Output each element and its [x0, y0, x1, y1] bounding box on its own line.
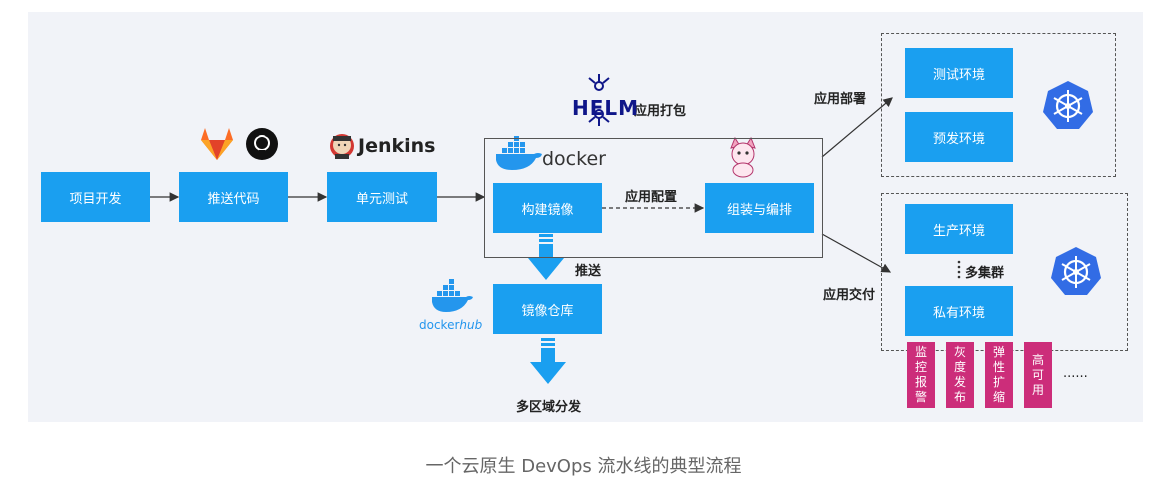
app-config-label: 应用配置 [625, 190, 678, 205]
kubernetes-icon [1043, 81, 1093, 129]
arrow-to-delivery [821, 233, 892, 273]
figure-caption: 一个云原生 DevOps 流水线的典型流程 [425, 456, 742, 477]
github-icon [246, 128, 278, 160]
dockerhub-icon [432, 279, 473, 312]
staging-env-node: 预发环境 [905, 112, 1013, 162]
image-repo-node: 镜像仓库 [493, 284, 602, 334]
helm-icon [588, 74, 610, 126]
feature-char: 度 [953, 360, 966, 374]
feature-char: 扩 [992, 375, 1005, 389]
build-stage-frame [484, 138, 823, 258]
multi-cluster-dots [957, 260, 961, 279]
unit-test-node: 单元测试 [327, 172, 437, 222]
feature-char: 弹 [992, 345, 1005, 359]
dockerhub-logo-text: dockerhub [419, 318, 482, 332]
feature-char: 报 [914, 375, 927, 389]
private-env-node: 私有环境 [905, 286, 1013, 336]
cat-mascot-icon [730, 136, 756, 178]
build-image-node: 构建镜像 [493, 183, 602, 233]
jenkins-logo-text: Jenkins [358, 135, 436, 157]
test-env-node: 测试环境 [905, 48, 1013, 98]
feature-char: 可 [1031, 367, 1044, 382]
dockerhub-logo-text-a: docker [419, 318, 460, 332]
push-down-arrow [528, 234, 564, 280]
distribute-down-arrow [530, 338, 566, 384]
feature-monitoring: 监 控 报 警 [907, 342, 935, 408]
feature-high-availability: 高 可 用 [1024, 342, 1052, 408]
docker-logo-text: docker [542, 148, 606, 170]
feature-char: 灰 [953, 345, 966, 359]
feature-char: 高 [1031, 352, 1044, 367]
feature-char: 布 [953, 390, 966, 404]
assemble-node: 组装与编排 [705, 183, 814, 233]
feature-char: 用 [1031, 382, 1044, 397]
arrow-to-deploy [821, 97, 893, 158]
feature-char: 监 [914, 345, 927, 359]
feature-char: 性 [992, 360, 1005, 374]
app-package-label: 应用打包 [634, 104, 687, 119]
multi-cluster-label: 多集群 [965, 266, 1005, 281]
feature-char: 缩 [992, 390, 1005, 404]
app-delivery-label: 应用交付 [823, 288, 876, 303]
app-deploy-label: 应用部署 [814, 92, 867, 107]
push-code-node: 推送代码 [179, 172, 288, 222]
kubernetes-icon [1051, 247, 1101, 295]
dockerhub-logo-text-b: hub [459, 318, 483, 332]
feature-char: 发 [953, 375, 966, 389]
project-dev-node: 项目开发 [41, 172, 150, 222]
deploy-cluster-frame [881, 33, 1116, 177]
jenkins-icon [330, 134, 354, 159]
feature-ellipsis: ...... [1063, 366, 1088, 381]
feature-canary: 灰 度 发 布 [946, 342, 974, 408]
feature-char: 警 [914, 390, 927, 404]
push-label: 推送 [575, 264, 602, 279]
gitlab-icon [201, 128, 233, 160]
feature-char: 控 [914, 360, 927, 374]
prod-env-node: 生产环境 [905, 204, 1013, 254]
helm-logo-text: HELM [572, 96, 640, 120]
multi-region-label: 多区域分发 [516, 400, 582, 415]
feature-autoscale: 弹 性 扩 缩 [985, 342, 1013, 408]
